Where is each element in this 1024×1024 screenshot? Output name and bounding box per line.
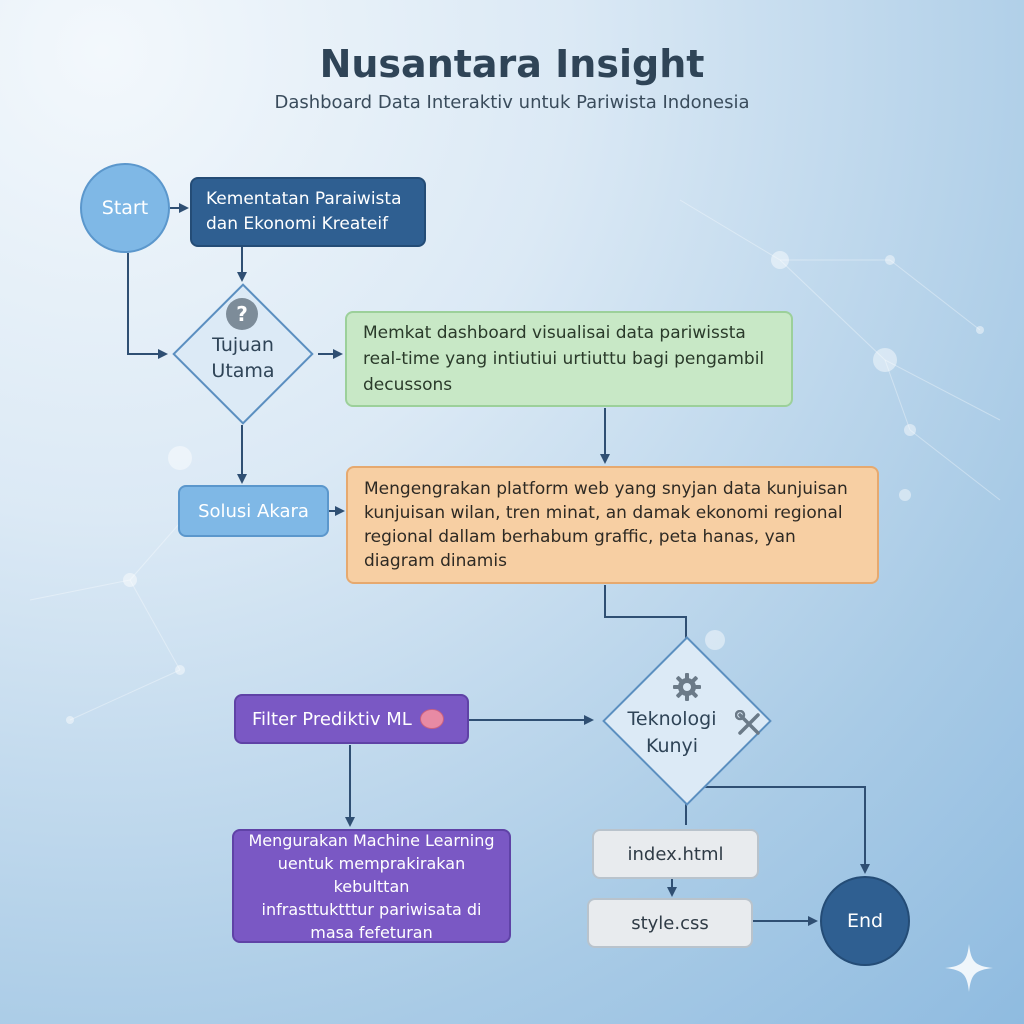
- ml-line-4: masa fefeturan: [310, 922, 433, 942]
- filter-ml-label: Filter Prediktiv ML: [252, 708, 412, 730]
- solution-line-4: diagram dinamis: [364, 551, 507, 571]
- goal-line-3: decussons: [363, 375, 453, 395]
- start-node: Start: [80, 163, 170, 253]
- goal-node: Memkat dashboard visualisai data pariwis…: [345, 311, 793, 407]
- sparkle-icon: [945, 944, 993, 992]
- solution-line-1: Mengengrakan platform web yang snyjan da…: [364, 479, 848, 499]
- tech-decision-label: Teknologi Kunyi: [592, 706, 752, 760]
- ml-line-1: Mengurakan Machine Learning: [248, 830, 495, 850]
- tools-icon: [735, 710, 760, 735]
- ministry-line-2: dan Ekonomi Kreateif: [206, 214, 389, 234]
- ml-line-2: uentuk memprakirakan kebulttan: [277, 853, 466, 896]
- tech-line-1: Teknologi: [627, 708, 717, 730]
- goal-line-2: real-time yang intiutiui urtiuttu bagi p…: [363, 349, 765, 369]
- gear-icon: [673, 673, 701, 701]
- page-subtitle: Dashboard Data Interaktiv untuk Pariwist…: [274, 92, 750, 113]
- solution-line-3: regional dallam berhabum graffic, peta h…: [364, 527, 796, 547]
- end-node: End: [820, 876, 910, 966]
- goal-decision-line-2: Utama: [211, 360, 275, 382]
- tech-line-2: Kunyi: [645, 735, 699, 757]
- goal-decision-label: Tujuan Utama: [168, 332, 318, 384]
- goal-decision-line-1: Tujuan: [212, 334, 274, 356]
- filter-ml-node: Filter Prediktiv ML: [234, 694, 469, 744]
- ml-line-3: infrasttuktttur pariwisata di: [261, 899, 482, 919]
- goal-line-1: Memkat dashboard visualisai data pariwis…: [363, 323, 746, 343]
- ministry-node: Kementatan Paraiwista dan Ekonomi Kreate…: [190, 177, 426, 247]
- file-index-html: index.html: [592, 829, 759, 879]
- ml-description-node: Mengurakan Machine Learning uentuk mempr…: [232, 829, 511, 943]
- ministry-line-1: Kementatan Paraiwista: [206, 189, 402, 209]
- brain-icon: [419, 709, 444, 729]
- file-style-css: style.css: [587, 898, 753, 948]
- page-title: Nusantara Insight: [319, 42, 705, 86]
- solution-node: Solusi Akara: [178, 485, 329, 537]
- solution-description-node: Mengengrakan platform web yang snyjan da…: [346, 466, 879, 584]
- solution-line-2: kunjuisan wilan, tren minat, an damak ek…: [364, 503, 843, 523]
- question-icon: ?: [226, 298, 258, 330]
